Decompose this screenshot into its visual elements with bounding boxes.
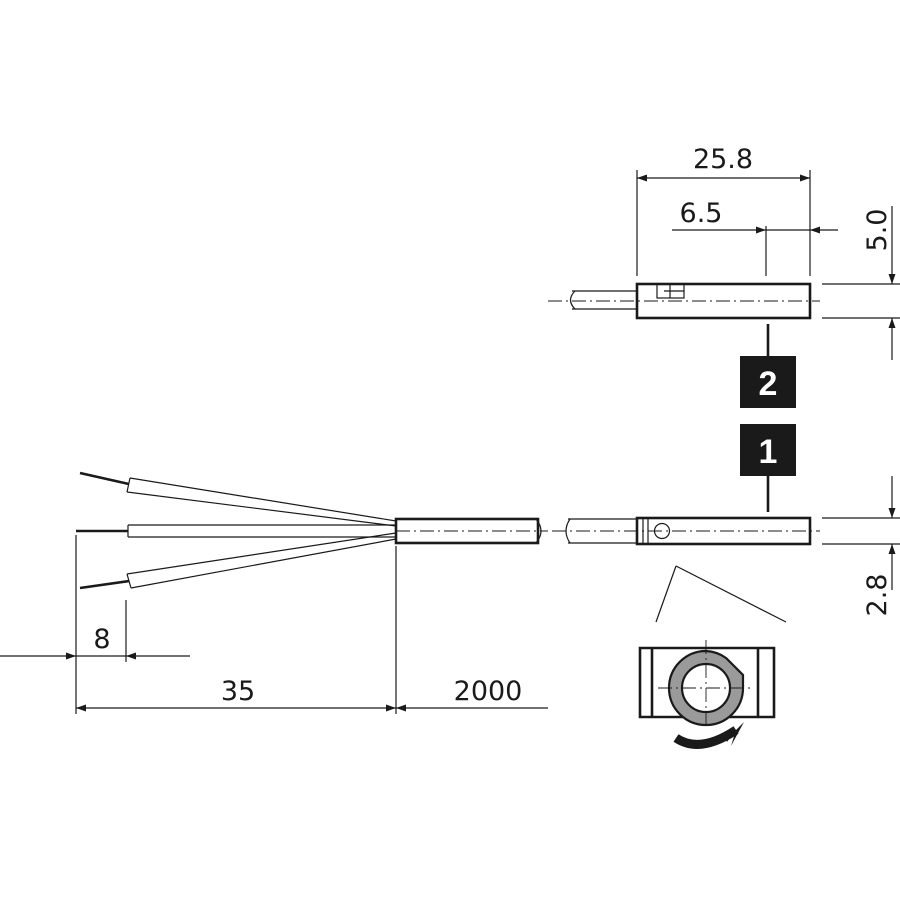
dim-height-bottom: 2.8 (862, 574, 893, 617)
dim-cable-length: 2000 (454, 676, 523, 707)
callout-variant-2: 2 (740, 324, 796, 408)
dim-wire-length: 35 (221, 676, 255, 707)
top-sensor-view (548, 282, 820, 320)
dim-strip-length: 8 (93, 624, 110, 655)
callout-variant-1: 1 (740, 424, 796, 512)
dim-overall-length: 25.8 (693, 144, 753, 175)
bottom-sensor-view (394, 516, 820, 546)
callout-label-2: 2 (759, 365, 778, 403)
rotation-arrow-icon (673, 722, 744, 749)
top-dimensions: 25.8 6.5 5.0 (636, 144, 900, 360)
callout-label-1: 1 (759, 433, 778, 471)
dim-height-top: 5.0 (862, 209, 893, 252)
wire-leads (76, 471, 397, 590)
bottom-dimensions: 8 35 2000 2.8 (0, 476, 900, 714)
detail-view (638, 565, 787, 728)
dim-sensing-point: 6.5 (680, 198, 723, 229)
